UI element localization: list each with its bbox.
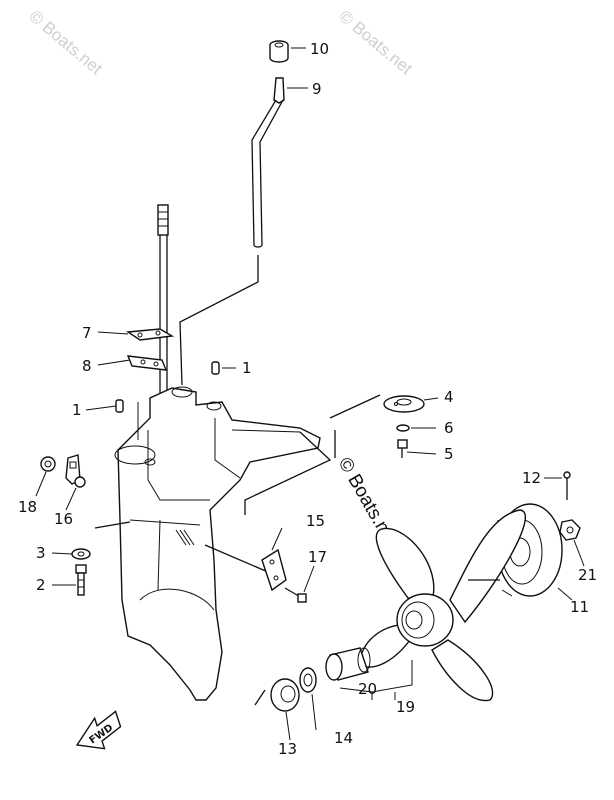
callout-3: 3 xyxy=(36,544,46,562)
callout-12: 12 xyxy=(522,469,541,487)
part-2-bolt xyxy=(75,564,87,596)
callout-10: 10 xyxy=(310,40,329,58)
callout-9: 9 xyxy=(312,80,322,98)
part-20-bushing xyxy=(325,647,371,681)
callout-19: 19 xyxy=(396,698,415,716)
leader-lines xyxy=(35,47,585,741)
svg-text:© Boats.net: © Boats.net xyxy=(25,7,106,79)
callout-17: 17 xyxy=(308,548,327,566)
part-5-bolt xyxy=(397,439,408,458)
lower-casing xyxy=(114,386,321,701)
callout-8: 8 xyxy=(82,357,92,375)
part-1-dowel-pin-b xyxy=(115,399,124,413)
assembly-lines xyxy=(94,394,381,706)
part-6-washer xyxy=(396,424,410,432)
part-17-bolt xyxy=(284,587,307,603)
watermark-top-left: © Boats.net xyxy=(25,7,106,79)
part-18-nut xyxy=(40,456,56,472)
callout-11: 11 xyxy=(570,598,589,616)
part-4-anode xyxy=(383,395,425,413)
propeller xyxy=(359,509,526,702)
part-12-cotter-pin xyxy=(563,471,571,500)
part-13-spacer xyxy=(270,678,300,712)
part-3-washer xyxy=(71,548,91,560)
part-16-bracket xyxy=(65,454,86,488)
callout-5: 5 xyxy=(444,445,454,463)
fwd-arrow: FWD xyxy=(75,710,122,750)
callout-15: 15 xyxy=(306,512,325,530)
callout-14: 14 xyxy=(334,729,353,747)
part-14-washer xyxy=(299,667,317,693)
part-1-dowel-pin-a xyxy=(211,361,220,375)
callout-1b: 1 xyxy=(72,401,82,419)
callout-18: 18 xyxy=(18,498,37,516)
callout-20: 20 xyxy=(358,680,377,698)
callouts: 10 9 7 8 1 1 4 6 5 12 18 16 15 3 2 17 21… xyxy=(18,40,597,758)
callout-13: 13 xyxy=(278,740,297,758)
svg-text:© Boats.net: © Boats.net xyxy=(335,7,416,79)
callout-2: 2 xyxy=(36,576,46,594)
part-7-plate xyxy=(125,328,175,341)
callout-4: 4 xyxy=(444,388,454,406)
callout-1a: 1 xyxy=(242,359,252,377)
callout-7: 7 xyxy=(82,324,92,342)
callout-6: 6 xyxy=(444,419,454,437)
callout-21: 21 xyxy=(578,566,597,584)
part-10-grommet xyxy=(269,40,289,63)
callout-16: 16 xyxy=(54,510,73,528)
part-8-plate xyxy=(126,355,168,371)
part-9-shift-rod xyxy=(179,77,285,386)
watermark-top-right: © Boats.net xyxy=(335,7,416,79)
part-21-nut xyxy=(559,519,581,541)
part-15-trim-tab xyxy=(261,548,287,592)
